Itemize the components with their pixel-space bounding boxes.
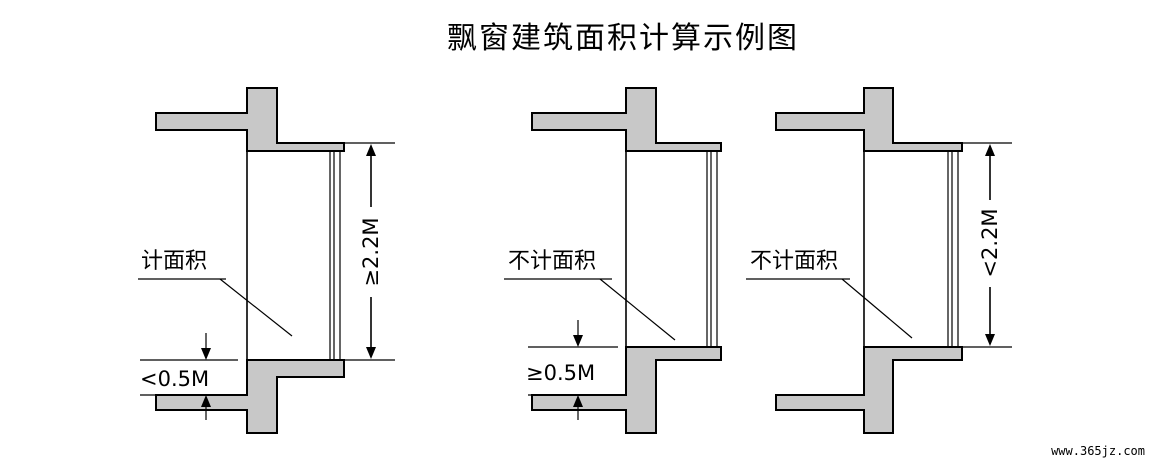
panel-2-lower-wall <box>531 346 722 434</box>
panel-3-leader-line <box>841 278 913 339</box>
panel-1-area-label: 计面积 <box>141 249 207 274</box>
panel-1-height-dimension <box>345 142 395 361</box>
panel-1-window-glazing <box>329 151 341 360</box>
panel-3-bay-window-not-counted: 不计面积 <2.2M <box>746 87 1012 434</box>
panel-2-area-label: 不计面积 <box>508 249 596 274</box>
panel-2-leader-line <box>599 278 676 341</box>
panel-2-sill-dimension <box>528 320 618 420</box>
diagram-title: 飘窗建筑面积计算示例图 <box>447 21 799 56</box>
panel-3-upper-wall <box>775 87 963 152</box>
panel-2-bay-window-not-counted: 不计面积 ≥0.5M <box>504 87 722 434</box>
panel-1-upper-wall <box>155 87 345 152</box>
panel-2-upper-wall <box>531 87 722 152</box>
panel-3-area-label: 不计面积 <box>750 249 838 274</box>
panel-2-window-glazing <box>706 151 718 347</box>
watermark: www.365jz.com <box>1051 444 1145 458</box>
panel-2-sill-dimension-text: ≥0.5M <box>526 361 595 385</box>
panel-1-sill-dimension-text: <0.5M <box>140 367 209 391</box>
panel-1-bay-window-counted: 计面积 ≥2.2M <0.5M <box>138 87 395 434</box>
panel-1-sill-dimension <box>140 333 238 420</box>
panel-3-window-glazing <box>947 151 959 347</box>
panel-3-height-dimension <box>962 142 1012 348</box>
panel-1-leader-line <box>219 278 293 337</box>
panel-3-height-dimension-text: <2.2M <box>978 208 1002 277</box>
panel-1-height-dimension-text: ≥2.2M <box>359 217 383 286</box>
panel-3-lower-wall <box>775 346 963 434</box>
